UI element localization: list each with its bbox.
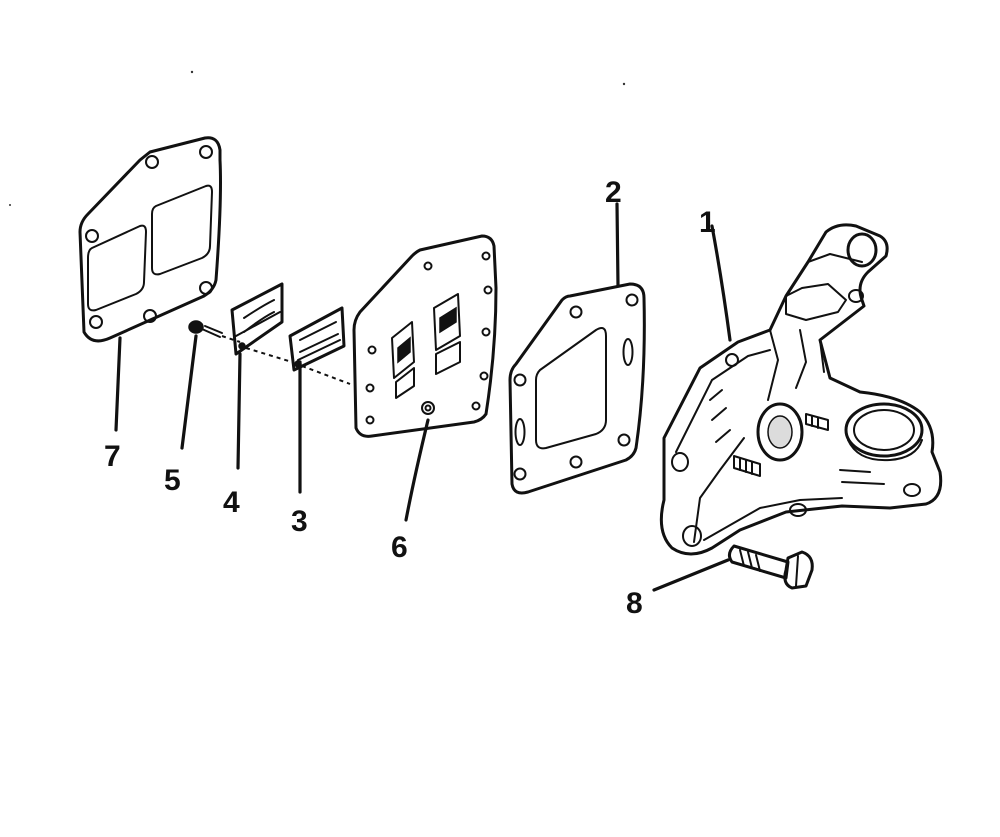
callout-1: 1	[699, 206, 716, 239]
leader-7	[114, 336, 122, 432]
leader-4	[236, 352, 242, 470]
leader-5	[180, 334, 198, 450]
leader-1	[710, 224, 732, 342]
callout-4: 4	[223, 486, 240, 519]
callout-6: 6	[391, 531, 408, 564]
part-4-reed-stop	[230, 282, 293, 363]
part-5-screw	[188, 320, 241, 343]
part-7-outer-gasket	[78, 136, 222, 343]
callout-5: 5	[164, 464, 181, 497]
leader-2	[615, 202, 620, 288]
part-8-bolt	[727, 544, 814, 590]
callout-3: 3	[291, 505, 308, 538]
callout-7: 7	[104, 440, 121, 473]
part-1-adapter-housing	[659, 223, 943, 556]
callout-labels: 1 2 3 4 5 6 7 8	[104, 176, 716, 620]
leader-8	[652, 558, 730, 592]
part-6-reed-plate	[352, 234, 498, 438]
callout-8: 8	[626, 587, 643, 620]
callout-2: 2	[605, 176, 622, 209]
leader-lines	[114, 202, 732, 592]
leader-6	[404, 418, 430, 522]
scan-specks	[9, 70, 626, 206]
part-2-inner-gasket	[508, 282, 646, 495]
